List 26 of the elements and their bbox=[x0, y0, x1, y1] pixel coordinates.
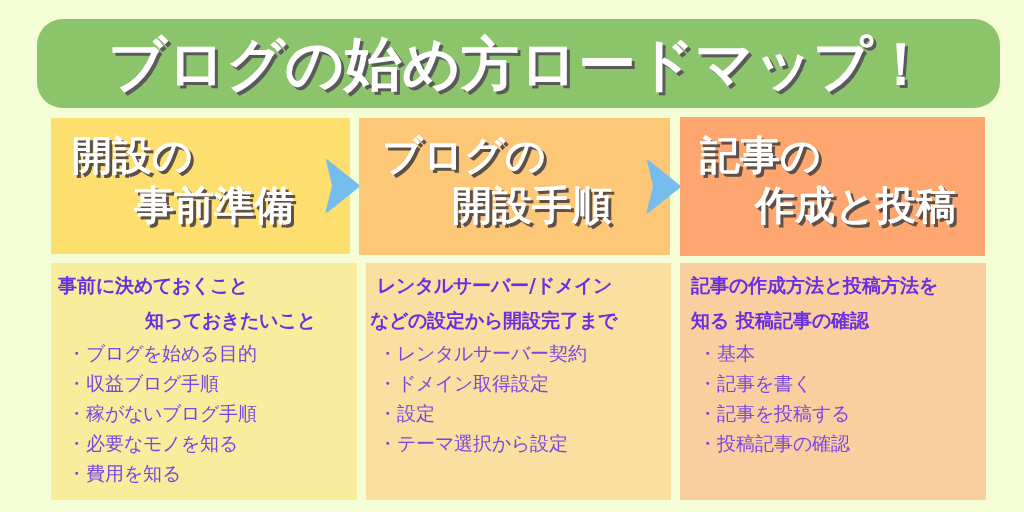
list-item: ・ドメイン取得設定 bbox=[378, 371, 549, 396]
list-item: ・基本 bbox=[698, 341, 755, 366]
step-box bbox=[680, 117, 985, 256]
panel-heading: 記事の作成方法と投稿方法を知る 投稿記事の確認 bbox=[691, 273, 938, 333]
title: ブログの始め方ロードマップ！ bbox=[107, 28, 930, 99]
step-title: ブログの開設手順 bbox=[382, 131, 612, 230]
step-title: 記事の作成と投稿 bbox=[700, 131, 956, 230]
info-panel bbox=[51, 263, 357, 500]
list-item: ・稼がないブログ手順 bbox=[67, 401, 257, 426]
step-box bbox=[51, 118, 350, 254]
panel-heading: 事前に決めておくこと知っておきたいこと bbox=[58, 273, 316, 333]
list-item: ・ブログを始める目的 bbox=[67, 341, 257, 366]
list-item: ・レンタルサーバー契約 bbox=[378, 341, 587, 366]
list-item: ・テーマ選択から設定 bbox=[378, 431, 568, 456]
list-item: ・必要なモノを知る bbox=[67, 431, 238, 456]
step-title: 開設の事前準備 bbox=[72, 131, 294, 230]
panel-heading: レンタルサーバー/ドメインなどの設定から開設完了まで bbox=[370, 273, 617, 333]
list-item: ・収益ブログ手順 bbox=[67, 371, 219, 396]
list-item: ・記事を投稿する bbox=[698, 401, 850, 426]
list-item: ・投稿記事の確認 bbox=[698, 431, 850, 456]
step-box bbox=[359, 118, 670, 255]
list-item: ・記事を書く bbox=[698, 371, 812, 396]
info-panel bbox=[366, 263, 671, 500]
list-item: ・費用を知る bbox=[67, 461, 181, 486]
info-panel bbox=[680, 263, 986, 500]
list-item: ・設定 bbox=[378, 401, 435, 426]
